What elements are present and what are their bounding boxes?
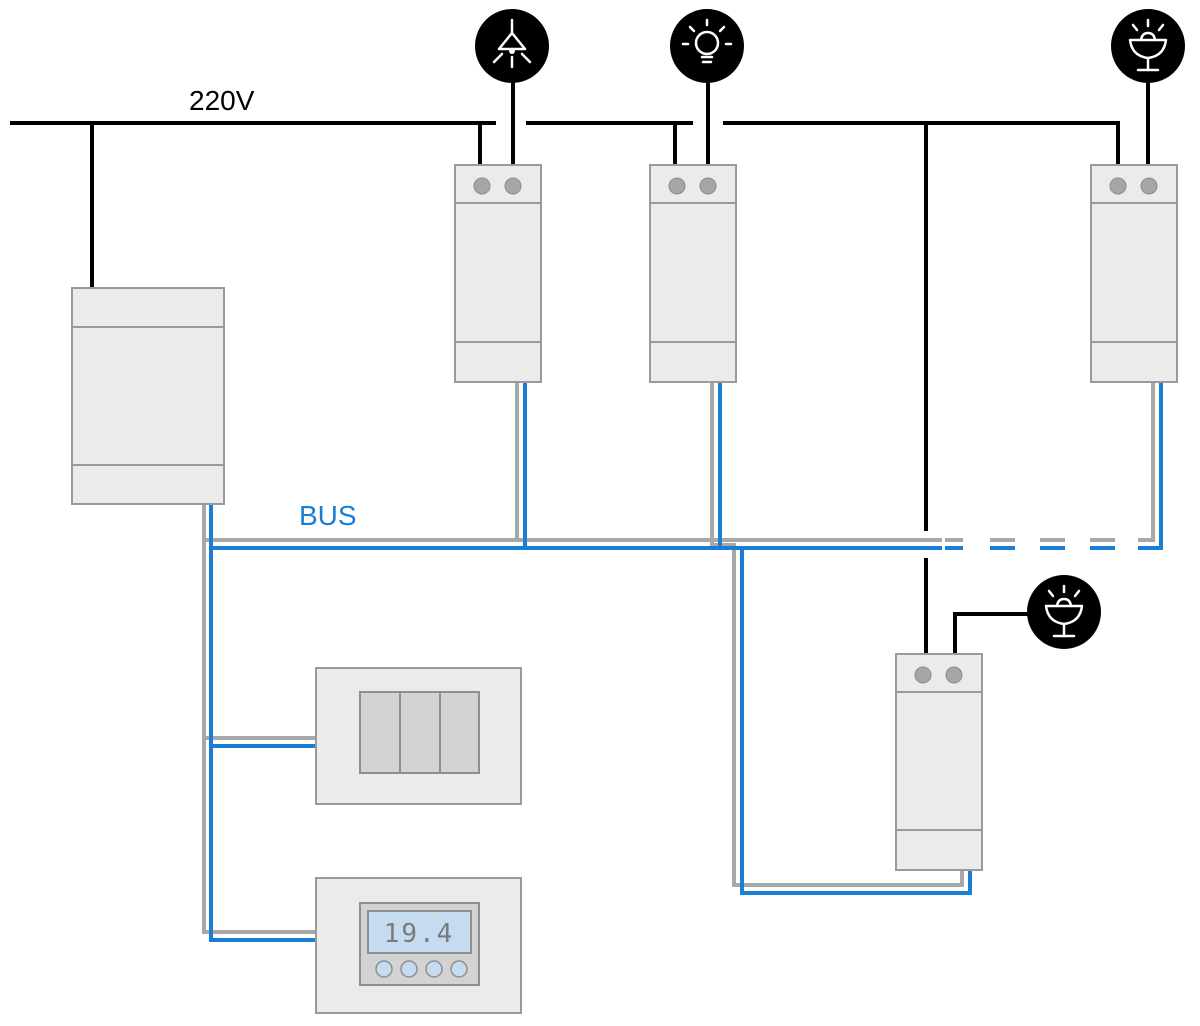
thermostat-button [450,960,468,978]
bus-power-supply [71,287,225,505]
bus-gray-left-trunk [202,540,316,934]
actuator-module-1 [454,164,542,383]
thermostat-temperature: 19.4 [384,919,455,949]
terminal-screw [699,177,717,195]
bus-gray-loop-module-4 [710,540,964,887]
bus-label: BUS [299,500,357,531]
bus-blue-left-trunk [209,548,316,942]
terminal-screw [945,666,963,684]
thermostat-button [375,960,393,978]
mains-wiring [10,82,1150,655]
terminal-screw [1140,177,1158,195]
mains-voltage-label: 220V [189,85,255,116]
chandelier-icon [1111,9,1185,83]
thermostat-button [400,960,418,978]
bus-blue-drop-module-3 [1138,382,1163,550]
terminal-screw [668,177,686,195]
actuator-module-3 [1090,164,1178,383]
terminal-screw [914,666,932,684]
actuator-module-2 [649,164,737,383]
bus-wiring [202,382,1163,942]
bus-blue-loop-module-4 [740,548,972,895]
thermostat-button [425,960,443,978]
light-bulb-icon [670,9,744,83]
load-feed-module-4 [953,612,1032,655]
bus-gray-drop-module-3 [1138,382,1155,542]
bus-gray-conductors [202,382,1155,934]
wall-switch-keypad [315,667,522,805]
chandelier-icon [1027,575,1101,649]
terminal-screw [504,177,522,195]
terminal-screw [473,177,491,195]
thermostat-panel: 19.4 [315,877,522,1014]
terminal-screw [1109,177,1127,195]
ceiling-lamp-icon [475,9,549,83]
actuator-module-4 [895,653,983,871]
bus-blue-conductors [209,382,1163,942]
thermostat-display [367,910,472,954]
